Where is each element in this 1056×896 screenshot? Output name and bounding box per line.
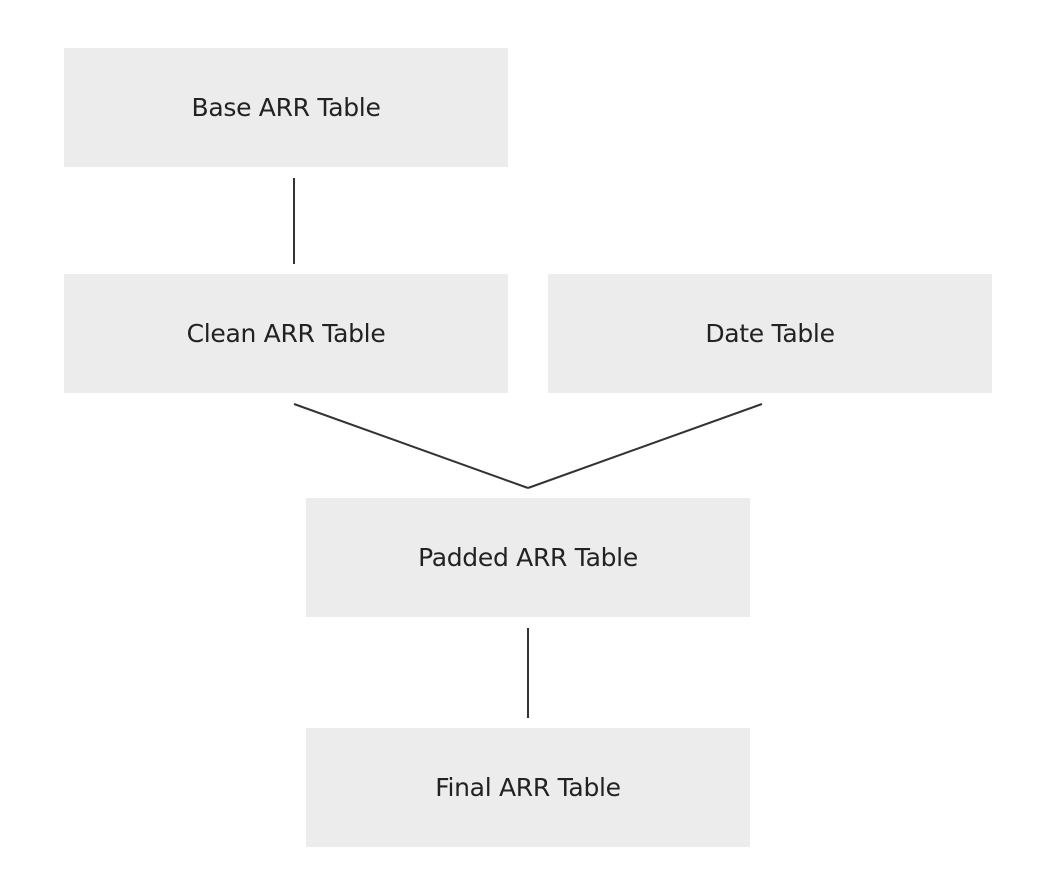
node-final-arr-table: Final ARR Table bbox=[306, 728, 750, 847]
node-label: Base ARR Table bbox=[191, 93, 381, 122]
node-padded-arr-table: Padded ARR Table bbox=[306, 498, 750, 617]
node-label: Final ARR Table bbox=[435, 773, 621, 802]
node-date-table: Date Table bbox=[548, 274, 992, 393]
node-label: Date Table bbox=[705, 319, 835, 348]
edge-clean-to-padded bbox=[293, 403, 529, 489]
node-base-arr-table: Base ARR Table bbox=[64, 48, 508, 167]
edge-date-to-padded bbox=[527, 403, 763, 489]
node-label: Clean ARR Table bbox=[186, 319, 386, 348]
node-label: Padded ARR Table bbox=[418, 543, 638, 572]
node-clean-arr-table: Clean ARR Table bbox=[64, 274, 508, 393]
